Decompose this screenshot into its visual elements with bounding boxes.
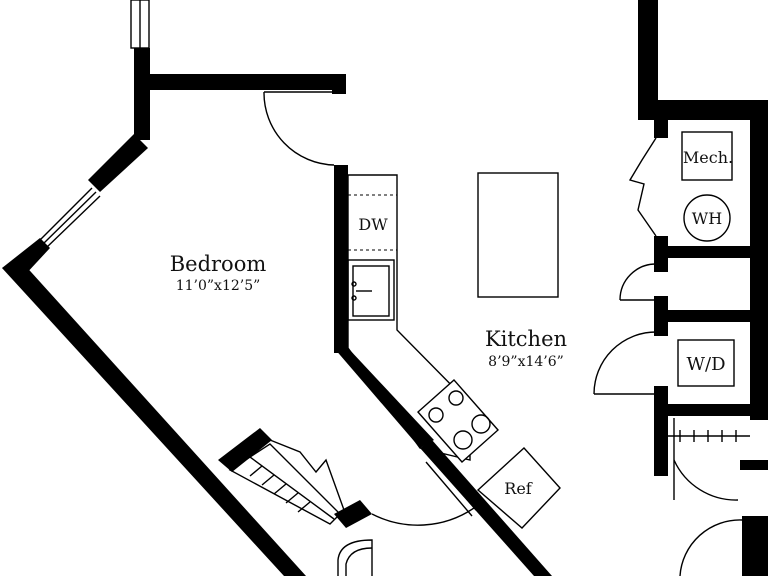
bedroom-dimensions: 11’0”x12’5” bbox=[176, 278, 261, 294]
wall-kitchen-partition bbox=[334, 165, 348, 353]
door-closet-right-swing bbox=[673, 459, 739, 501]
refrigerator-label: Ref bbox=[504, 479, 533, 498]
door-bedroom-swing bbox=[263, 91, 335, 166]
closet-rod-right bbox=[668, 430, 750, 442]
stove-burner-icon bbox=[453, 430, 473, 450]
range-stove bbox=[417, 379, 499, 463]
kitchen-dimensions: 8’9”x14’6” bbox=[488, 354, 564, 370]
wall-diagonal-upper bbox=[88, 134, 148, 192]
kitchen-island bbox=[477, 172, 559, 298]
washer-dryer-label: W/D bbox=[687, 354, 726, 375]
dishwasher: DW bbox=[358, 215, 388, 234]
water-heater-label: WH bbox=[692, 209, 722, 228]
wall-closet bbox=[218, 428, 272, 472]
wall-right-exterior bbox=[638, 0, 658, 108]
wall-bedroom-top bbox=[134, 74, 346, 90]
door-bottom-right-swing bbox=[679, 519, 743, 576]
stove-burner-icon bbox=[448, 390, 464, 406]
sink bbox=[347, 259, 395, 321]
kitchen-label: Kitchen bbox=[485, 327, 567, 351]
door-closet-bifold bbox=[269, 439, 345, 511]
mechanical-label: Mech. bbox=[683, 148, 733, 167]
closet-rod bbox=[228, 443, 341, 525]
bathtub bbox=[337, 539, 373, 576]
door-storage-swing bbox=[619, 263, 657, 301]
water-heater: WH bbox=[683, 194, 731, 242]
dishwasher-label: DW bbox=[358, 215, 388, 234]
door-mech-bifold bbox=[628, 137, 657, 237]
mechanical-unit: Mech. bbox=[681, 131, 733, 181]
washer-dryer: W/D bbox=[677, 339, 735, 387]
wall-bedroom-diagonal-lower bbox=[2, 262, 306, 576]
stove-burner-icon bbox=[428, 407, 444, 423]
doors bbox=[263, 91, 743, 576]
bedroom-label: Bedroom bbox=[170, 252, 267, 276]
door-bath-swing bbox=[371, 507, 475, 526]
stove-burner-icon bbox=[471, 414, 491, 434]
door-laundry-swing bbox=[593, 331, 657, 395]
refrigerator: Ref bbox=[476, 447, 561, 529]
wall-post bbox=[134, 48, 150, 140]
